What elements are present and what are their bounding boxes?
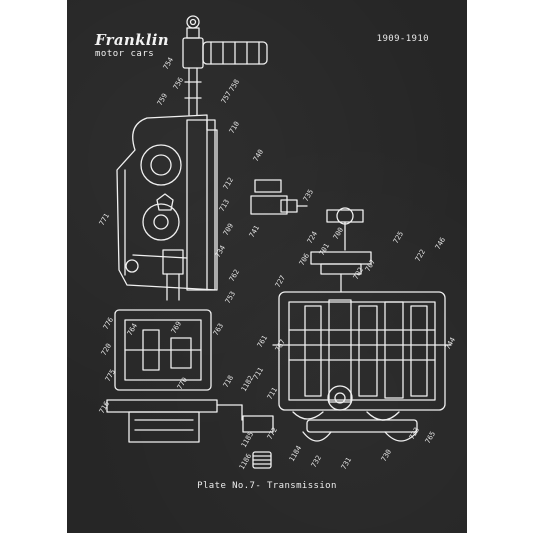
part-label: 765 (424, 430, 437, 445)
part-label: 772 (266, 426, 279, 441)
part-label: 727 (274, 274, 287, 289)
part-label: 746 (434, 236, 447, 251)
part-label: 716 (98, 400, 111, 415)
plate-caption: Plate No.7- Transmission (197, 481, 337, 491)
main-gearbox (272, 291, 452, 442)
part-label: 733 (408, 426, 421, 441)
part-label: 718 (222, 374, 235, 389)
part-label: 1185 (240, 430, 255, 449)
part-label: 741 (248, 224, 261, 239)
part-label: 734 (214, 244, 227, 259)
part-label: 759 (156, 92, 169, 107)
gear-housing (116, 114, 218, 301)
part-label: 754 (162, 56, 175, 71)
part-label: 730 (380, 448, 393, 463)
part-label: 725 (392, 230, 405, 245)
part-label: 744 (444, 336, 457, 351)
part-label: 776 (102, 316, 115, 331)
part-label: 710 (228, 120, 241, 135)
blueprint-board: Franklin motor cars 1909-1910 (67, 0, 467, 533)
spring-part (252, 451, 272, 469)
brand-block: Franklin motor cars (95, 32, 169, 59)
transmission-drawing: 754 758 757 759 756 710 771 740 735 712 … (98, 15, 457, 471)
part-label: 732 (310, 454, 323, 469)
part-label: 1186 (238, 452, 253, 471)
part-label: 740 (252, 148, 265, 163)
part-label: 701 (318, 242, 331, 257)
brand-subtitle: motor cars (95, 49, 155, 59)
cross-shaft (310, 207, 372, 293)
lower-left-housing (106, 309, 274, 443)
part-label: 735 (302, 188, 315, 203)
part-label: 771 (98, 212, 111, 227)
part-label: 722 (414, 248, 427, 263)
part-label: 756 (172, 76, 185, 91)
part-label: 770 (176, 376, 189, 391)
part-label: 711 (266, 386, 279, 401)
part-label: 702 (352, 266, 365, 281)
part-label: 753 (224, 290, 237, 305)
part-label: 731 (340, 456, 353, 471)
part-label: 762 (228, 268, 241, 283)
bracket-part (250, 179, 308, 215)
part-label: 758 (228, 78, 241, 93)
part-label: 769 (170, 320, 183, 335)
part-label: 700 (332, 226, 345, 241)
part-label: 707 (364, 258, 377, 273)
part-label: 706 (298, 252, 311, 267)
part-label: 1184 (288, 444, 303, 463)
part-label: 1182 (240, 374, 255, 393)
brand-name: Franklin (95, 31, 170, 49)
part-label: 763 (212, 322, 225, 337)
part-label: 713 (218, 198, 231, 213)
part-label: 764 (126, 322, 139, 337)
year-range: 1909-1910 (376, 34, 429, 44)
part-label: 712 (222, 176, 235, 191)
part-label: 757 (220, 90, 233, 105)
part-label: 724 (306, 230, 319, 245)
part-label: 720 (100, 342, 113, 357)
part-label: 709 (222, 222, 235, 237)
part-label: 761 (256, 334, 269, 349)
shaft-handle (182, 15, 268, 116)
